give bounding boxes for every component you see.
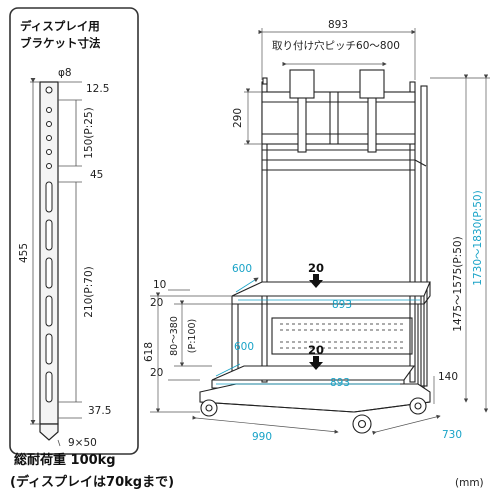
- dim-base-depth: 730: [442, 429, 462, 441]
- bracket-dim-top: 12.5: [86, 83, 109, 95]
- shelf-guide-lines: [215, 277, 420, 385]
- bracket-panel-frame: [9, 7, 139, 455]
- bracket-dim-455: 455: [18, 243, 30, 263]
- pitch-note: 取り付け穴ピッチ60～800: [272, 39, 400, 52]
- dim-20-lower: 20: [150, 367, 163, 379]
- dim-618: 618: [143, 342, 155, 362]
- bracket-bar: [39, 81, 59, 441]
- unit-label: (mm): [455, 477, 484, 489]
- display-load-note: (ディスプレイは70kgまで): [10, 474, 174, 490]
- lower-shelf-depth: 600: [234, 341, 254, 353]
- lower-shelf-width: 893: [330, 377, 350, 389]
- bracket-panel: ディスプレイ用 ブラケット寸法: [9, 7, 139, 455]
- bracket-hole-dia: φ8: [58, 67, 72, 79]
- dim-base-width: 990: [252, 431, 272, 443]
- stand-dimension-lines: [150, 28, 490, 435]
- dim-pitch-100: (P:100): [187, 319, 198, 353]
- upper-shelf-load: 20: [308, 261, 324, 275]
- upper-shelf-load-arrow-icon: [309, 274, 323, 288]
- stand-drawing: [199, 69, 431, 434]
- bracket-title-line1: ディスプレイ用: [20, 19, 100, 33]
- bracket-dim-45: 45: [90, 169, 103, 181]
- upper-shelf-width: 893: [332, 299, 352, 311]
- bracket-slot: 9×50: [68, 437, 97, 449]
- lower-shelf-load-arrow-icon: [309, 356, 323, 370]
- bracket-dimensions: [30, 78, 82, 447]
- dim-10: 10: [153, 279, 166, 291]
- bracket-dim-210: 210(P:70): [83, 266, 95, 317]
- dim-width-top: 893: [328, 19, 348, 31]
- dim-height-range: 1475～1575(P:50): [452, 236, 464, 331]
- rear-panel-perforations: [280, 323, 404, 349]
- dim-290: 290: [232, 108, 244, 128]
- dim-140: 140: [438, 371, 458, 383]
- bracket-title-line2: ブラケット寸法: [20, 36, 101, 50]
- dim-20-upper: 20: [150, 297, 163, 309]
- bracket-dim-150: 150(P:25): [83, 107, 95, 158]
- upper-shelf-depth: 600: [232, 263, 252, 275]
- dim-height-total: 1730～1830(P:50): [472, 190, 484, 285]
- lower-shelf-load: 20: [308, 343, 324, 357]
- bracket-dim-375: 37.5: [88, 405, 111, 417]
- load-arrows: [309, 274, 323, 370]
- dim-80-380: 80～380: [169, 316, 180, 356]
- total-load-line: 総耐荷重 100kg: [14, 452, 116, 468]
